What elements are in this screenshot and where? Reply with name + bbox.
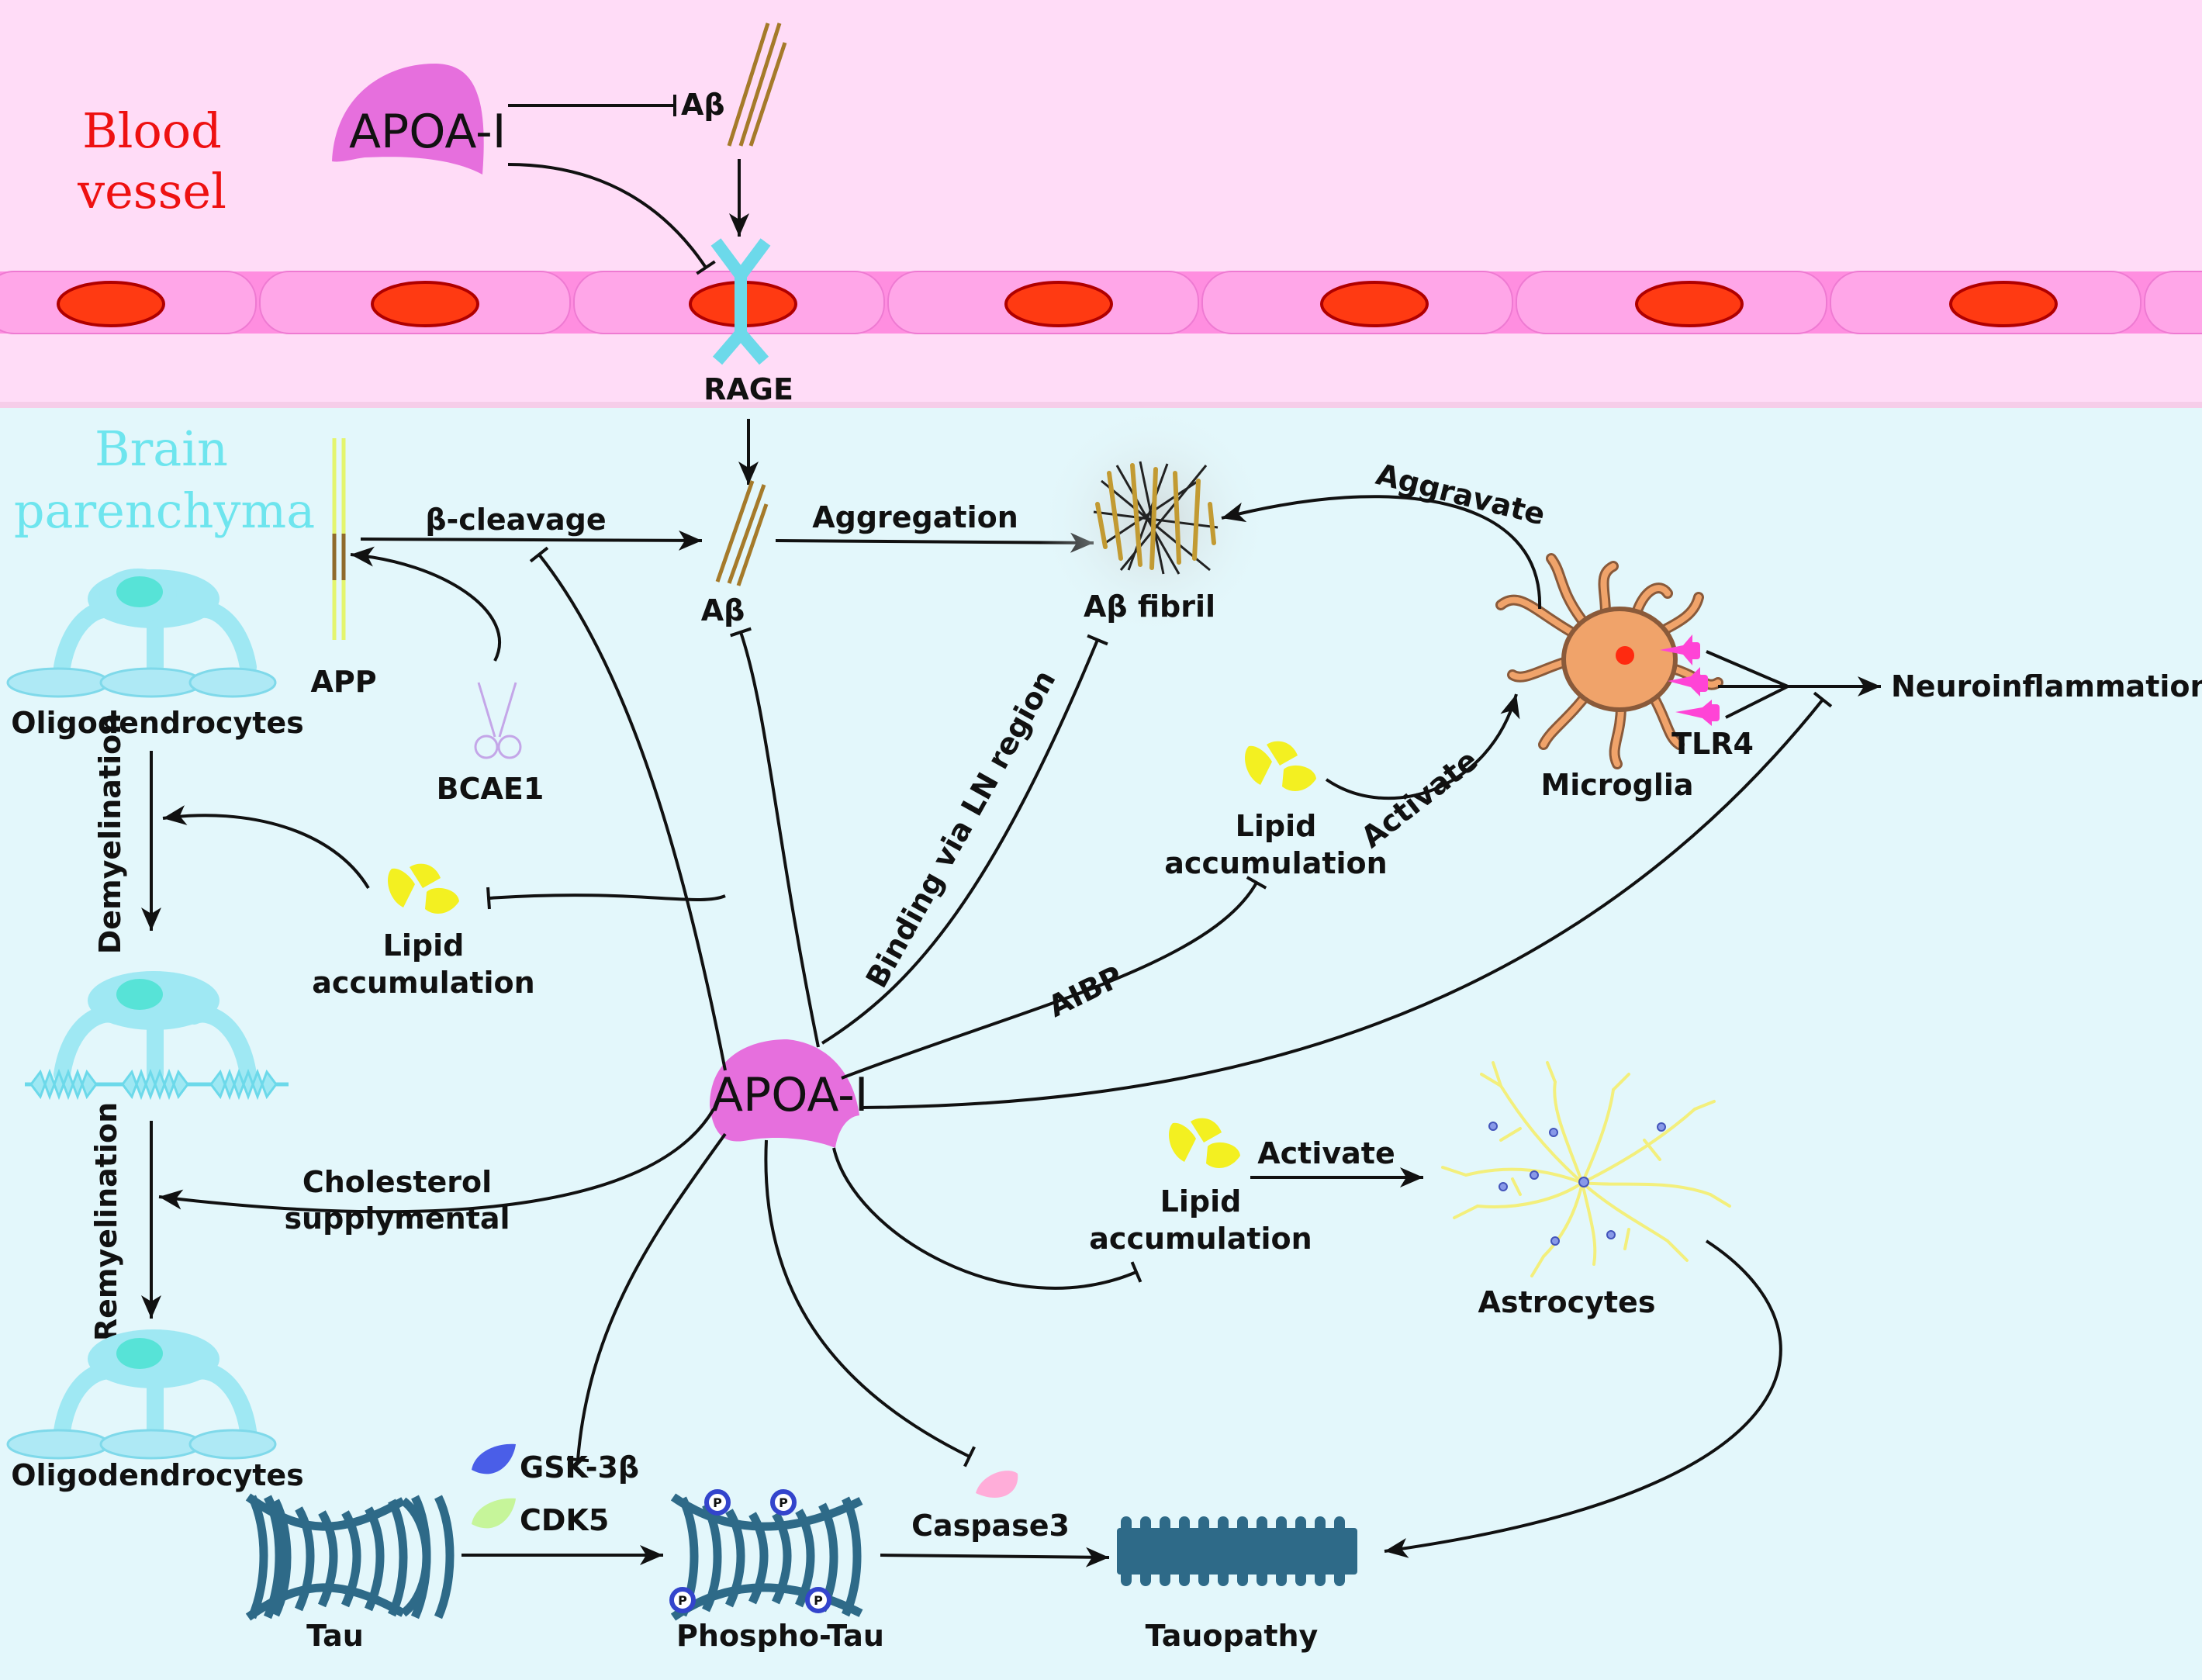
tlr4-receptors xyxy=(1660,634,1720,726)
rage-receptor xyxy=(710,238,771,365)
lipid-droplet-lower-right xyxy=(1169,1118,1240,1168)
lipid-droplet-left xyxy=(388,863,459,914)
endothelium-layer xyxy=(0,271,2202,334)
brain-parenchyma-label-line1: Brain xyxy=(95,420,228,477)
endothelial-nucleus xyxy=(1320,281,1429,327)
oligodendrocyte-cell-demyelinated xyxy=(25,971,289,1101)
cdk5-icon xyxy=(472,1498,516,1529)
beta-cleavage-label: β-cleavage xyxy=(425,503,606,537)
aibp-edge xyxy=(841,876,1267,1080)
lipid-to-demyelination-edge xyxy=(162,805,370,890)
abeta-fibril-cluster xyxy=(1038,405,1270,638)
tauopathy-label: Tauopathy xyxy=(1146,1619,1319,1653)
scissors-icon xyxy=(474,682,522,759)
tau-helix xyxy=(245,1493,455,1621)
beta-cleavage-edge xyxy=(360,530,703,551)
lipid-upper-right-label-line1: Lipid xyxy=(1236,809,1317,843)
abeta-mid-label: Aβ xyxy=(701,593,745,627)
activate-astro-label: Activate xyxy=(1257,1136,1395,1170)
lipid-lower-right-label-line1: Lipid xyxy=(1160,1184,1242,1219)
lipid-left-label-line1: Lipid xyxy=(383,928,465,963)
app-label: APP xyxy=(310,665,376,699)
apoa1-inhibits-beta-cleavage-edge xyxy=(529,546,727,1071)
bcae1-label: BCAE1 xyxy=(437,772,544,806)
blood-vessel-label-line2: vessel xyxy=(77,163,226,220)
oligodendrocyte-cell-top xyxy=(6,569,277,698)
lipid-lower-right-label-line2: accumulation xyxy=(1089,1222,1312,1256)
caspase3-icon xyxy=(976,1471,1018,1498)
abeta-top-label: Aβ xyxy=(681,88,725,122)
apoa1-top-label: APOA-I xyxy=(349,105,506,159)
apoa1-blob-center xyxy=(710,1039,859,1148)
oligodendrocyte-cell-bottom xyxy=(6,1329,277,1460)
oligodendrocytes-top-label: Oligodendrocytes xyxy=(11,706,304,740)
tau-label: Tau xyxy=(306,1619,364,1653)
apoa1-inhibits-abeta-mid-edge xyxy=(730,627,820,1048)
endothelial-nucleus xyxy=(1635,281,1744,327)
gsk3b-icon xyxy=(472,1443,516,1474)
abeta-fibril-label: Aβ fibril xyxy=(1084,589,1215,624)
binding-ln-region-edge xyxy=(821,634,1108,1045)
rage-label: RAGE xyxy=(703,372,793,406)
cholesterol-label-line1: Cholesterol xyxy=(302,1165,492,1199)
endothelial-nucleus xyxy=(371,281,479,327)
lipid-upper-right-label-line2: accumulation xyxy=(1164,846,1387,880)
vessel-boundary xyxy=(0,402,2202,408)
abeta-strand-top xyxy=(727,22,787,147)
blood-vessel-label-line1: Blood xyxy=(82,102,222,159)
endothelial-nucleus xyxy=(1004,281,1113,327)
apoa1-inhibits-rage-edge xyxy=(507,163,716,275)
aggravate-edge xyxy=(1221,495,1542,610)
apoa1-inhibits-lipid-left-edge xyxy=(486,887,726,910)
astrocytes-label: Astrocytes xyxy=(1478,1285,1656,1319)
lipid-left-label-line2: accumulation xyxy=(312,966,534,1000)
endothelial-nucleus xyxy=(1949,281,2058,327)
blood-vessel-region xyxy=(0,0,2202,407)
phosphate-icons: P P P P xyxy=(669,1489,831,1613)
astrocyte-nuclei xyxy=(1488,1122,1666,1246)
tlr4-edge-1 xyxy=(1706,650,1789,688)
svg-text:P: P xyxy=(814,1593,823,1608)
apoa1-inhibits-lipid-lower-edge xyxy=(832,1147,1142,1290)
microglia-label: Microglia xyxy=(1540,768,1693,802)
svg-text:P: P xyxy=(678,1593,687,1608)
abeta-strand-mid xyxy=(715,480,769,586)
svg-text:P: P xyxy=(779,1495,788,1510)
endothelial-nucleus xyxy=(57,281,165,327)
bcae1-to-app-edge xyxy=(350,546,501,662)
apoa1-blob-top xyxy=(332,64,484,175)
aggregation-label: Aggregation xyxy=(812,500,1018,534)
cholesterol-label-line2: supplymental xyxy=(284,1201,510,1236)
oligodendrocytes-bottom-label: Oligodendrocytes xyxy=(11,1458,304,1492)
cholesterol-supplemental-edge xyxy=(158,1108,715,1214)
phospho-tau-to-tauopathy-edge xyxy=(880,1547,1110,1568)
microglia-cell xyxy=(1495,553,1723,769)
demyelination-label: Demyelination xyxy=(93,714,127,955)
tauopathy-fibril xyxy=(1117,1516,1357,1586)
gsk3b-label: GSK-3β xyxy=(520,1450,639,1485)
remyelination-label: Remyelination xyxy=(89,1102,123,1341)
tlr4-edge-3 xyxy=(1725,685,1789,719)
caspase3-label: Caspase3 xyxy=(911,1509,1070,1543)
lipid-activates-microglia-edge xyxy=(1325,693,1520,800)
neuroinflammation-label: Neuroinflammation xyxy=(1891,669,2202,703)
apoa1-inhibits-gsk3b-edge xyxy=(566,1132,727,1463)
svg-text:P: P xyxy=(713,1495,722,1510)
phospho-tau-label: Phospho-Tau xyxy=(676,1619,884,1653)
brain-parenchyma-label-line2: parenchyma xyxy=(14,482,315,539)
lipid-droplet-upper-right xyxy=(1245,741,1316,791)
apoa1-inhibits-neuroinflammation-edge xyxy=(860,691,1833,1109)
tlr4-label: TLR4 xyxy=(1671,727,1754,761)
app-molecule xyxy=(332,438,346,640)
apoa1-inhibits-caspase3-edge xyxy=(764,1139,976,1467)
astrocyte-cell xyxy=(1441,1061,1731,1277)
astrocytes-to-tauopathy-edge xyxy=(1384,1239,1782,1558)
cdk5-label: CDK5 xyxy=(520,1503,609,1537)
